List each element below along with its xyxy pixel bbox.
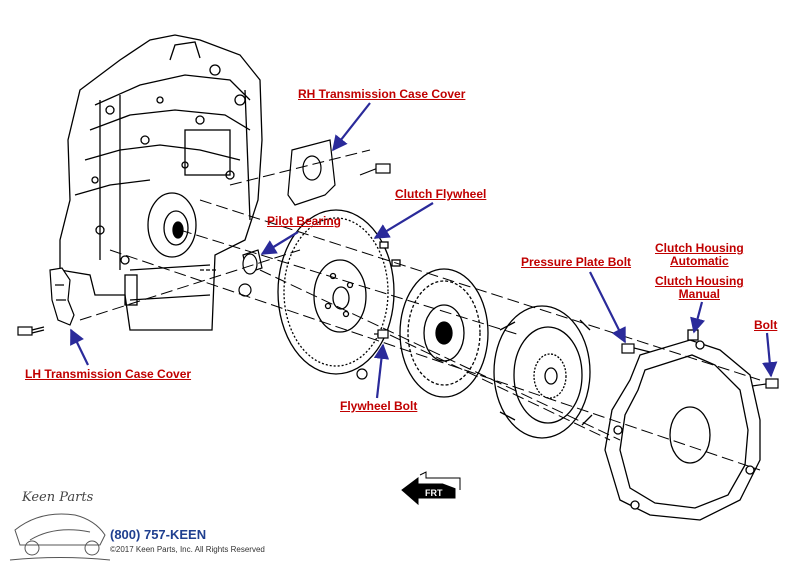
clutch-disc-part (399, 268, 489, 398)
label-clutch-housing-automatic-line2: Automatic (670, 254, 729, 268)
arrow-pilot-bearing (260, 231, 299, 255)
flywheel-bolt-part (356, 329, 389, 380)
label-rh-transmission-case-cover[interactable]: RH Transmission Case Cover (298, 87, 466, 101)
alignment-lines (79, 149, 761, 471)
phone-number[interactable]: (800) 757-KEEN (110, 527, 207, 542)
keen-parts-logo (9, 513, 111, 561)
label-clutch-flywheel[interactable]: Clutch Flywheel (395, 187, 487, 201)
arrow-bolt (762, 332, 778, 378)
callout-arrows (70, 102, 778, 399)
pilot-bearing-part (238, 249, 263, 297)
front-direction-arrow-icon (401, 471, 461, 506)
pressure-plate-part (493, 305, 593, 439)
clutch-housing-part (604, 329, 761, 521)
housing-bolt-part (751, 378, 779, 389)
label-clutch-housing-automatic-line1: Clutch Housing (655, 241, 744, 255)
arrow-pressure-plate-bolt (589, 271, 626, 344)
arrow-lh-case-cover (70, 328, 89, 366)
label-flywheel-bolt[interactable]: Flywheel Bolt (340, 399, 418, 413)
logo-wordmark: Keen Parts (22, 490, 94, 505)
lh-case-cover-part (17, 267, 75, 336)
front-direction-label: FRT (425, 488, 443, 498)
label-bolt[interactable]: Bolt (754, 318, 778, 332)
label-clutch-housing-automatic[interactable]: Clutch Housing Automatic (655, 242, 744, 268)
copyright-notice: ©2017 Keen Parts, Inc. All Rights Reserv… (110, 545, 265, 554)
arrow-clutch-housing (690, 301, 706, 334)
pressure-plate-bolt-part (621, 343, 651, 354)
label-lh-transmission-case-cover[interactable]: LH Transmission Case Cover (25, 367, 192, 381)
label-clutch-housing-manual-line2: Manual (678, 287, 720, 301)
arrow-rh-case-cover (332, 102, 371, 152)
label-pressure-plate-bolt[interactable]: Pressure Plate Bolt (521, 255, 632, 269)
arrow-clutch-flywheel (373, 202, 434, 239)
rh-case-cover-part (287, 139, 391, 206)
label-clutch-housing-manual[interactable]: Clutch Housing Manual (655, 275, 744, 301)
label-pilot-bearing[interactable]: Pilot Bearing (267, 214, 342, 228)
arrow-flywheel-bolt (373, 343, 390, 399)
flywheel-part (277, 209, 401, 375)
label-clutch-housing-manual-line1: Clutch Housing (655, 274, 744, 288)
engine-block (59, 34, 263, 331)
